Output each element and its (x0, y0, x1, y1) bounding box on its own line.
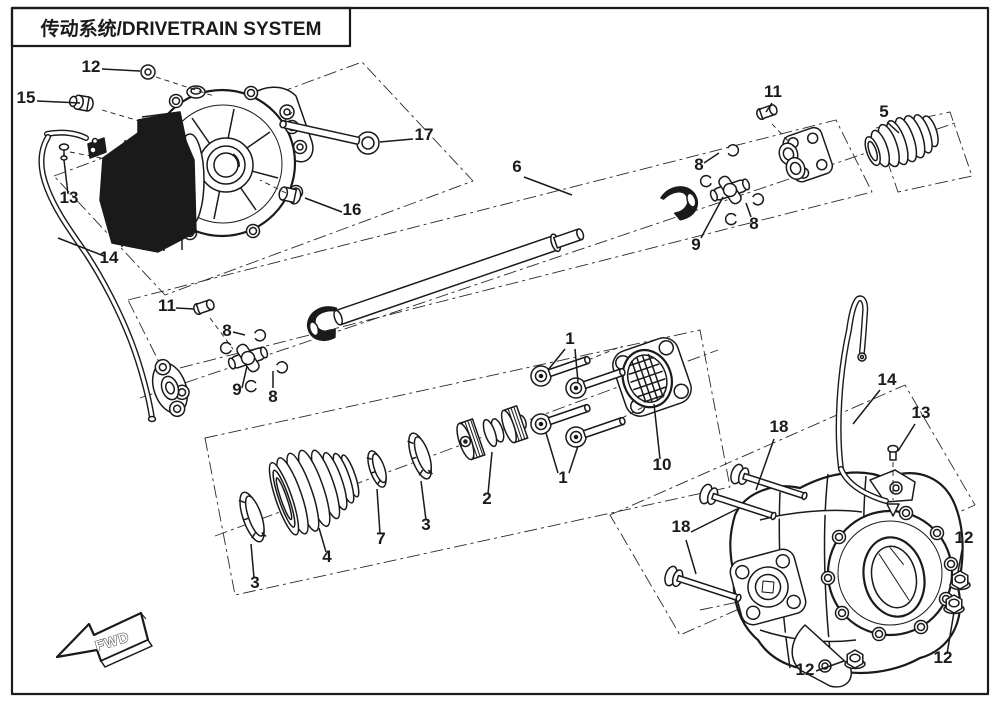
callout-13-rear-vent: 13 (912, 403, 931, 422)
ring-7 (366, 450, 387, 488)
breather-tube-rear-14 (835, 295, 889, 504)
callout-14-rear-tube: 14 (878, 370, 897, 389)
rear-differential-assembly (729, 469, 964, 688)
bolt-11-front (193, 299, 234, 350)
boot-5 (864, 114, 939, 168)
callout-8-ring-a: 8 (694, 155, 703, 174)
callout-labels: 12 15 17 16 13 14 11 5 6 8 9 8 11 8 9 8 … (17, 57, 974, 679)
leader-lines (36, 68, 963, 672)
snap-rings-8-rear (699, 144, 765, 226)
fwd-arrow: FWD (55, 611, 153, 668)
callout-12-front-washer: 12 (82, 57, 101, 76)
callout-13-front-vent: 13 (60, 188, 79, 207)
flange-bolts-1 (530, 355, 626, 448)
housing-bolts-18 (664, 463, 808, 603)
phantom-boxes (53, 61, 976, 636)
callout-5-boot: 5 (879, 102, 888, 121)
bushing-15 (68, 94, 147, 124)
callout-16-plug: 16 (343, 200, 362, 219)
callout-11-rear-bolt: 11 (764, 82, 782, 101)
bolt-11-rear (756, 104, 795, 148)
callout-4-damper: 4 (322, 547, 332, 566)
flange-nuts-12 (844, 570, 971, 670)
diagram-title: 传动系统/DRIVETRAIN SYSTEM (40, 17, 322, 40)
lock-ring-3-left (238, 491, 267, 543)
callout-1-bolts-top: 1 (565, 329, 574, 348)
page-border (10, 6, 990, 696)
u-joint-9-rear (709, 175, 751, 205)
u-joint-9-front (227, 343, 269, 373)
lower-bracket (791, 624, 852, 688)
breather-tube-front-14 (38, 129, 157, 423)
input-flange (729, 548, 807, 626)
shaft-yoke-front (306, 306, 338, 341)
vent-fitting-13-front (58, 143, 123, 163)
callout-6-shaft: 6 (512, 157, 521, 176)
flange-yoke-rear (778, 126, 834, 183)
callout-10-flange: 10 (653, 455, 672, 474)
callout-2-coupler: 2 (482, 489, 491, 508)
title-box (10, 6, 352, 48)
washer-12-front (140, 64, 215, 97)
callout-9-ujoint-front: 9 (232, 380, 241, 399)
shaft-yoke-rear (660, 186, 699, 221)
front-differential-assembly (87, 85, 314, 253)
drive-shaft-6 (306, 186, 699, 341)
actuator-motor-block (87, 111, 197, 253)
vent-fitting-13-rear (886, 444, 900, 517)
callout-14-front-tube: 14 (100, 248, 119, 267)
callout-12-nut-a: 12 (955, 528, 974, 547)
splined-coupler-2 (456, 405, 529, 461)
callout-18-bolt-top: 18 (770, 417, 789, 436)
callout-9-ujoint-rear: 9 (691, 235, 700, 254)
bolt-17 (279, 111, 380, 155)
callout-7-ring: 7 (376, 529, 385, 548)
callout-12-nut-c: 12 (796, 660, 815, 679)
plug-bolt-16 (259, 179, 302, 205)
lock-ring-3-right (407, 432, 433, 480)
callout-3-ring-right: 3 (421, 515, 430, 534)
callout-8-ring-d: 8 (268, 387, 277, 406)
callout-3-ring-left: 3 (250, 573, 259, 592)
callout-11-front-bolt: 11 (158, 296, 176, 315)
callout-15-bushing: 15 (17, 88, 36, 107)
callout-17-bolt: 17 (415, 125, 434, 144)
callout-12-nut-b: 12 (934, 648, 953, 667)
snap-rings-8-front (219, 329, 289, 393)
output-flange-10 (587, 337, 692, 419)
callout-1-bolts-bottom: 1 (558, 468, 567, 487)
cover-center-opening (862, 536, 926, 618)
callout-8-ring-c: 8 (222, 321, 231, 340)
damper-boot-4 (268, 449, 360, 536)
callout-8-ring-b: 8 (749, 214, 758, 233)
companion-flange-front (151, 358, 190, 418)
callout-18-bolt-bottom: 18 (672, 517, 691, 536)
